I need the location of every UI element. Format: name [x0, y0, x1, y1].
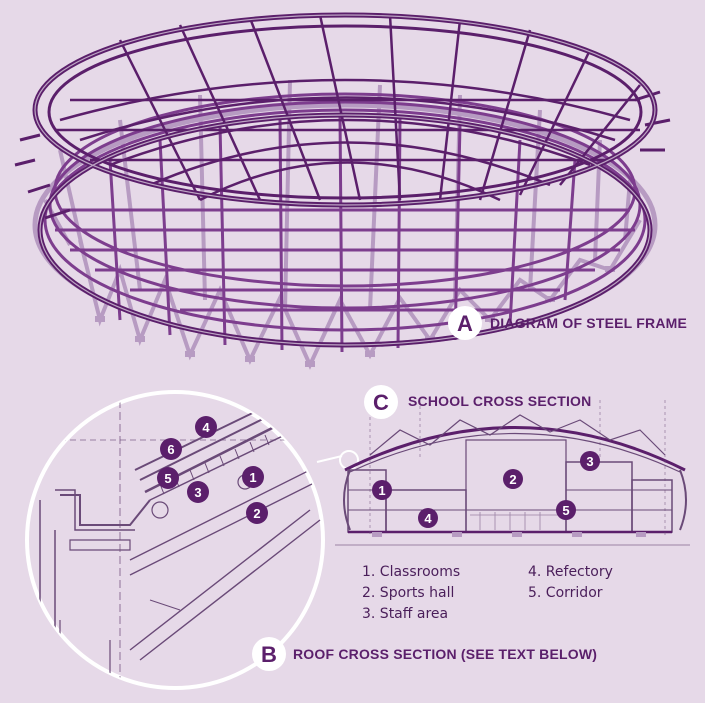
svg-text:5: 5 [562, 503, 569, 518]
legend-item-staff-area: 3. Staff area [362, 606, 449, 622]
cross-section-markers: 1 2 3 4 5 [372, 451, 600, 528]
cs-marker-1: 1 [372, 480, 392, 500]
svg-text:2: 2 [509, 472, 516, 487]
steel-frame-diagram [14, 12, 671, 370]
legend-item-classrooms: 1. Classrooms [362, 564, 461, 580]
roof-detail-magnifier [25, 390, 325, 690]
legend-item-refectory: 4. Refectory [528, 564, 613, 580]
caption-roof-cross-section: ROOF CROSS SECTION (SEE TEXT BELOW) [293, 646, 598, 662]
svg-text:6: 6 [167, 442, 174, 457]
svg-text:4: 4 [424, 511, 432, 526]
detail-marker-3: 3 [187, 481, 209, 503]
school-cross-section [335, 400, 690, 546]
caption-steel-frame: DIAGRAM OF STEEL FRAME [490, 315, 688, 331]
badge-c: C [364, 385, 398, 419]
badge-b: B [252, 637, 286, 671]
detail-marker-4: 4 [195, 416, 217, 438]
svg-text:C: C [373, 390, 389, 415]
svg-text:4: 4 [202, 420, 210, 435]
legend-item-corridor: 5. Corridor [528, 585, 603, 601]
svg-text:2: 2 [253, 506, 260, 521]
svg-text:1: 1 [249, 470, 256, 485]
legend-left: 1. Classrooms 2. Sports hall 3. Staff ar… [362, 562, 460, 625]
cs-marker-5: 5 [556, 500, 576, 520]
detail-marker-5: 5 [157, 467, 179, 489]
cs-marker-4: 4 [418, 508, 438, 528]
roof-trusses [55, 14, 641, 202]
svg-text:3: 3 [194, 485, 201, 500]
detail-marker-2: 2 [246, 502, 268, 524]
magnifier-connector [316, 455, 343, 463]
badge-a: A [448, 306, 482, 340]
svg-text:B: B [261, 642, 277, 667]
detail-marker-1: 1 [242, 466, 264, 488]
detail-marker-6: 6 [160, 438, 182, 460]
legend-item-sports-hall: 2. Sports hall [362, 585, 455, 601]
svg-text:1: 1 [378, 483, 385, 498]
svg-text:A: A [457, 311, 473, 336]
svg-text:3: 3 [586, 454, 593, 469]
caption-school-cross-section: SCHOOL CROSS SECTION [408, 393, 592, 409]
outer-beams [14, 90, 671, 220]
svg-text:5: 5 [164, 471, 171, 486]
cs-marker-2: 2 [503, 469, 523, 489]
legend-right: 4. Refectory 5. Corridor [528, 562, 613, 604]
detail-markers: 4 6 5 3 1 2 [157, 416, 268, 524]
cs-marker-3: 3 [580, 451, 600, 471]
